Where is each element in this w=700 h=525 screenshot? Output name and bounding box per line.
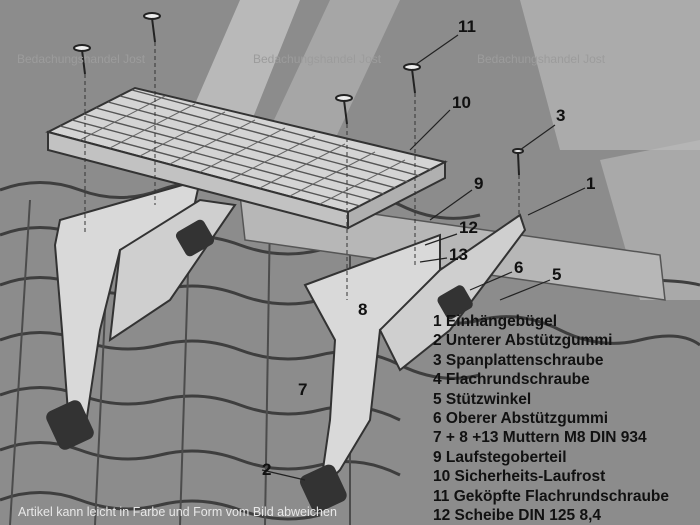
- callout-10: 10: [452, 93, 471, 112]
- callout-2: 2: [262, 460, 272, 479]
- callout-6: 6: [514, 258, 524, 277]
- legend-item: 2 Unterer Abstützgummi: [433, 332, 613, 350]
- callout-11: 11: [458, 17, 476, 36]
- watermark-text: Bedachungshandel Jost: [477, 52, 606, 66]
- roof-band: [520, 0, 700, 150]
- parts-legend: 1 Einhängebügel 2 Unterer Abstützgummi 3…: [433, 312, 698, 525]
- watermark-text: Bedachungshandel Jost: [253, 52, 382, 66]
- leader-lines: [261, 34, 586, 481]
- legend-item: 11 Geköpfte Flachrundschraube: [433, 487, 670, 505]
- callout-5: 5: [552, 265, 562, 284]
- callout-7: 7: [298, 380, 308, 399]
- legend-item: 1 Einhängebügel: [433, 313, 558, 330]
- safety-grate: [45, 86, 448, 230]
- right-bracket: [299, 213, 527, 513]
- left-bracket: [46, 178, 237, 450]
- legend-item: 4 Flachrundschraube: [433, 371, 590, 389]
- callout-1: 1: [586, 174, 596, 193]
- legend-item: 9 Laufstegoberteil: [433, 448, 567, 466]
- callout-9: 9: [474, 174, 484, 193]
- disclaimer-text: Artikel kann leicht in Farbe und Form vo…: [18, 505, 337, 519]
- callout-3: 3: [556, 106, 566, 125]
- legend-item: 5 Stützwinkel: [433, 390, 532, 408]
- callout-13: 13: [449, 245, 468, 264]
- roof-band: [600, 140, 700, 300]
- roof-band: [260, 0, 400, 150]
- legend-item: 10 Sicherheits-Laufrost: [433, 468, 606, 486]
- callout-12: 12: [459, 218, 478, 237]
- assembly-lines: [84, 42, 520, 300]
- legend-item: 7 + 8 +13 Muttern M8 DIN 934: [433, 429, 647, 447]
- watermark-text: Bedachungshandel Jost: [17, 52, 146, 66]
- legend-item: 12 Scheibe DIN 125 8,4: [433, 507, 602, 525]
- callout-8: 8: [358, 300, 368, 319]
- legend-item: 6 Oberer Abstützgummi: [433, 410, 609, 428]
- legend-item: 3 Spanplattenschraube: [433, 351, 604, 369]
- screws: [73, 12, 524, 176]
